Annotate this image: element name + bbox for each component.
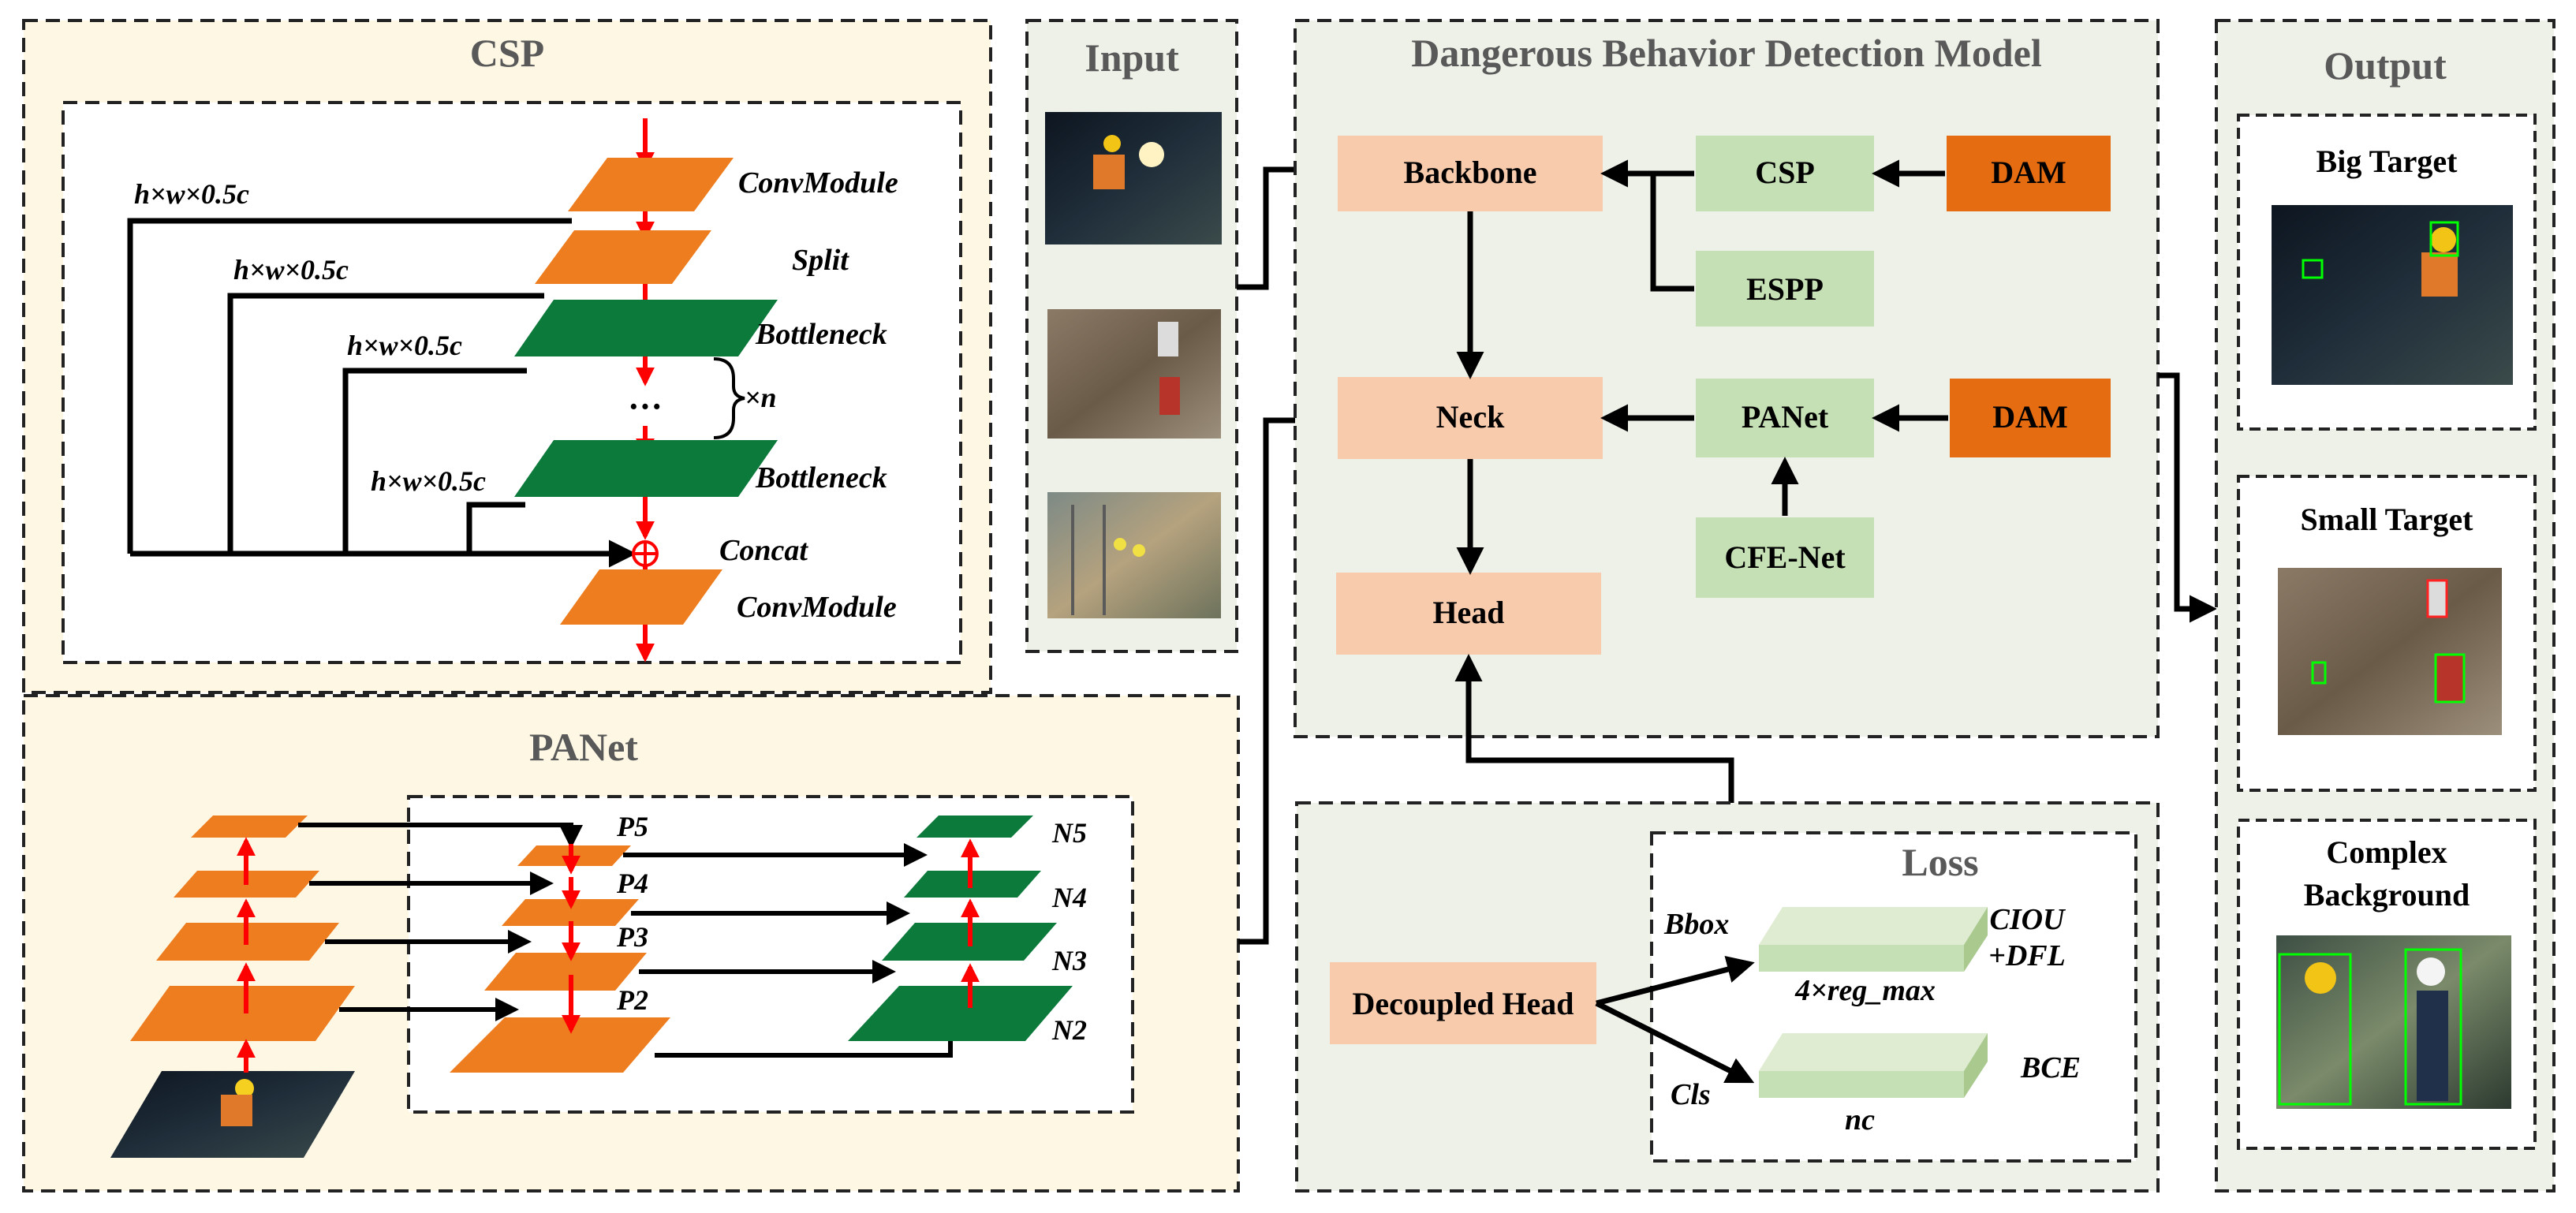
model-panel: Dangerous Behavior Detection Model Backb… [1294,19,2160,738]
head-label: Head [1432,595,1504,630]
panet-label-n3: N3 [1051,945,1087,976]
complex-background-label-line1: Complex [2326,834,2447,870]
csp-layer-split [535,230,711,284]
input-image-3 [1047,492,1221,618]
espp-box-label: ESPP [1746,271,1824,307]
csp-skip-branches [127,218,637,568]
csp-layer-convmodule-2 [560,569,722,625]
panet-box [1696,379,1874,457]
dam-box-1 [1947,136,2111,211]
csp-label-split: Split [792,244,849,277]
csp-layer-bottleneck-2 [514,440,778,497]
csp-label-bottleneck-1: Bottleneck [755,318,887,351]
input-image-2 [1047,309,1221,439]
neck-label: Neck [1436,399,1505,435]
csp-label-bottleneck-2: Bottleneck [755,461,887,495]
big-target-label: Big Target [2317,144,2458,179]
csp-repeat-label: ×n [745,382,777,413]
cls-arrow [1595,1000,1755,1084]
reg-label: 4×reg_max [1794,974,1936,1007]
bbox-label: Bbox [1663,908,1729,941]
cls-label: Cls [1671,1078,1711,1111]
panet-p4 [502,899,639,926]
csp-layer-bottleneck-1 [514,300,778,356]
complex-background-image [2276,935,2511,1109]
dam-box-1-label: DAM [1991,155,2066,190]
input-title: Input [1085,35,1179,80]
panet-p3 [484,953,647,991]
cfe-net-box-label: CFE-Net [1724,539,1846,575]
csp-branch-label-3: h×w×0.5c [347,330,462,361]
panet-label-n2: N2 [1051,1014,1087,1046]
csp-label-concat: Concat [719,534,808,567]
model-arrows [1456,159,1948,575]
panet-lateral-arrows [298,823,583,1021]
nc-label: nc [1845,1103,1875,1136]
panet-title: PANet [529,725,638,769]
espp-box [1696,251,1874,327]
csp-label-convmodule-2: ConvModule [737,591,897,624]
csp-branch-label-4: h×w×0.5c [371,465,486,497]
csp-panel: CSP ConvModule Split Bottleneck Bottlene… [22,19,992,694]
decoupled-head-label: Decoupled Head [1352,986,1574,1021]
panet-label-p5: P5 [616,811,648,842]
panet-n5 [917,816,1033,838]
small-target-image [2278,568,2502,735]
reg-block [1759,907,1988,972]
output-panel: Output Big Target Small Target Complex B… [2215,19,2555,1192]
panet-p2 [450,1017,670,1073]
input-image-1 [1045,112,1222,244]
csp-box [1696,136,1874,211]
panet-label-n4: N4 [1051,882,1087,913]
csp-branch-label-1: h×w×0.5c [134,178,249,210]
small-target-label: Small Target [2301,502,2474,537]
panet-label-n5: N5 [1051,817,1087,849]
loss-to-head-connector [1454,654,1734,803]
output-title: Output [2324,43,2447,88]
dam-box-2-label: DAM [1992,399,2068,435]
backbone-label: Backbone [1404,155,1537,190]
panet-p5 [517,845,631,866]
input-panel: Input [1025,19,1238,653]
csp-inner-border [62,101,962,664]
ciou-label-line2: +DFL [1988,939,2066,972]
bce-label: BCE [2020,1051,2081,1084]
panet-backbone-level-1 [191,816,308,838]
ciou-label-line1: CIOU [1989,903,2066,936]
head-box [1336,573,1601,655]
panet-n2 [848,986,1073,1041]
dam-box-2 [1950,379,2111,457]
csp-ellipsis: ··· [628,387,663,426]
csp-title: CSP [470,31,544,75]
decoupled-head-box [1330,962,1596,1044]
neck-box [1338,377,1603,459]
csp-label-convmodule-1: ConvModule [738,166,898,200]
csp-layer-convmodule-1 [568,158,734,211]
csp-repeat-brace [713,357,745,439]
panet-backbone-level-4 [130,986,355,1041]
loss-panel: Loss Decoupled Head Bbox Cls 4×reg_max C… [1295,801,2160,1192]
panet-box-label: PANet [1742,399,1829,435]
big-target-image [2272,205,2513,385]
complex-background-label-line2: Background [2304,877,2470,913]
backbone-box [1338,136,1603,211]
csp-box-label: CSP [1755,155,1815,190]
cls-block [1759,1033,1988,1098]
loss-title: Loss [1902,840,1978,884]
panet-input-image-person [221,1095,252,1126]
panet-label-p3: P3 [616,921,648,953]
csp-branch-label-2: h×w×0.5c [233,254,349,286]
panet-input-image-helmet [235,1079,254,1098]
model-title: Dangerous Behavior Detection Model [1411,31,2042,75]
panet-panel: PANet [22,694,1240,1192]
loss-inner-border [1650,831,2137,1163]
panet-label-p4: P4 [616,868,648,899]
bbox-arrow [1596,956,1755,1006]
cfe-net-box [1696,517,1874,598]
model-to-output-connector [2158,372,2217,623]
panet-label-p2: P2 [616,984,648,1016]
